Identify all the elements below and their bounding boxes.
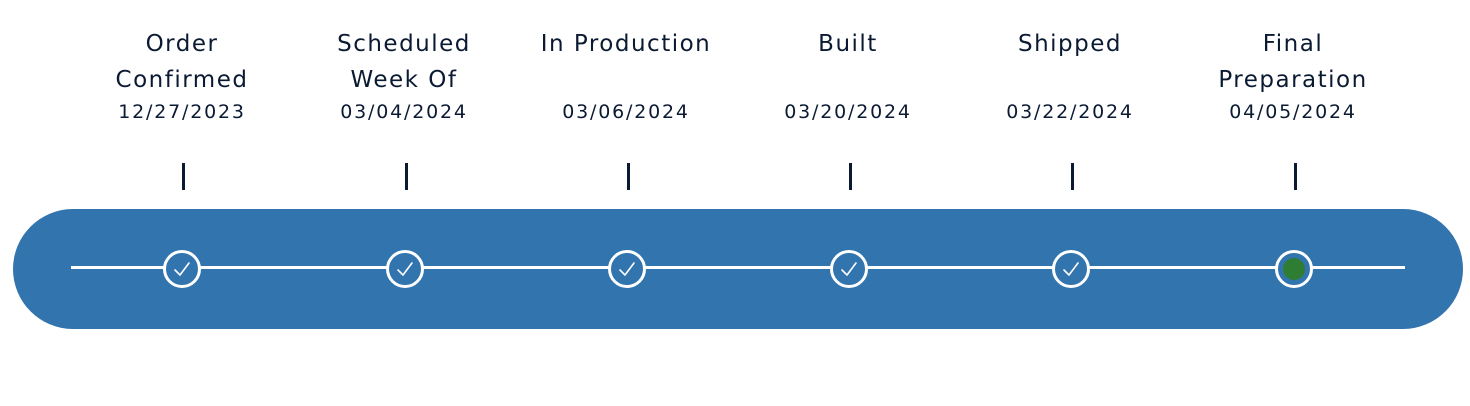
- step-shipped: Shipped 03/22/2024: [960, 26, 1180, 124]
- step-tick: [849, 163, 852, 190]
- step-date: 12/27/2023: [118, 101, 246, 123]
- step-date: 03/20/2024: [784, 101, 912, 123]
- step-tick: [405, 163, 408, 190]
- step-date: 04/05/2024: [1229, 101, 1357, 123]
- progress-track: [13, 209, 1463, 329]
- step-tick: [1294, 163, 1297, 190]
- step-node-complete: [163, 250, 201, 288]
- step-tick: [1071, 163, 1074, 190]
- step-date: 03/22/2024: [1006, 101, 1134, 123]
- check-icon: [619, 262, 635, 276]
- step-name: Shipped: [1017, 31, 1123, 57]
- step-date: 03/04/2024: [340, 101, 468, 123]
- progress-rail: [71, 266, 1405, 269]
- check-icon: [1063, 262, 1079, 276]
- step-in-production: In Production 03/06/2024: [516, 26, 736, 124]
- step-node-complete: [386, 250, 424, 288]
- step-tick: [627, 163, 630, 190]
- current-dot-icon: [1283, 258, 1305, 280]
- step-node-complete: [830, 250, 868, 288]
- step-built: Built 03/20/2024: [738, 26, 958, 124]
- check-icon: [397, 262, 413, 276]
- step-name: Built: [818, 31, 878, 57]
- step-name: In Production: [540, 31, 712, 57]
- check-icon: [841, 262, 857, 276]
- step-node-current: [1275, 250, 1313, 288]
- step-tick: [182, 163, 185, 190]
- step-node-complete: [1052, 250, 1090, 288]
- check-icon: [174, 262, 190, 276]
- step-node-complete: [608, 250, 646, 288]
- step-date: 03/06/2024: [562, 101, 690, 123]
